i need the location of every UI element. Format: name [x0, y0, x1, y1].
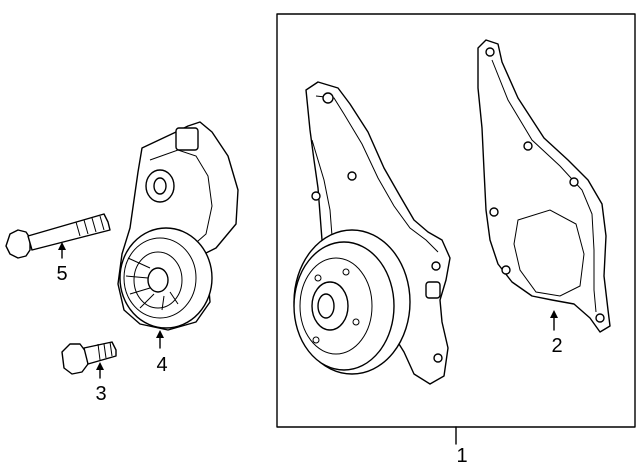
bolt-short — [61, 341, 117, 375]
water-pump — [293, 81, 451, 385]
arrow-5-icon — [58, 242, 66, 250]
callout-3: 3 — [95, 383, 106, 405]
arrow-4-icon — [156, 330, 164, 338]
tensioner — [117, 121, 239, 331]
arrow-2-icon — [550, 310, 558, 318]
gasket — [477, 39, 611, 333]
callout-4: 4 — [156, 354, 167, 376]
bolt-long — [5, 213, 111, 259]
callout-1: 1 — [456, 445, 467, 467]
arrow-3-icon — [96, 362, 104, 370]
callout-5: 5 — [56, 263, 67, 285]
callout-2: 2 — [551, 335, 562, 357]
